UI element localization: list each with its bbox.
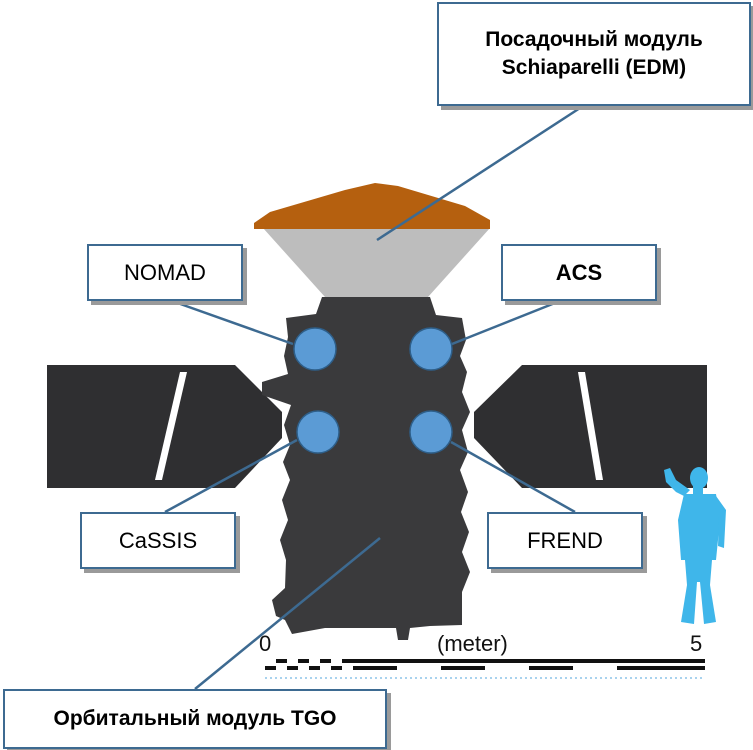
cassis-label: CaSSIS <box>118 527 198 553</box>
scale-end-label: 5 <box>690 631 703 656</box>
frend-label: FREND <box>527 527 603 553</box>
nomad-leader-line <box>171 299 294 346</box>
cassis-leader-line <box>164 438 298 514</box>
edm-label-box: Посадочный модуль Schiaparelli (EDM) <box>437 2 751 106</box>
scale-start-label: 0 <box>259 631 272 656</box>
scale-bar <box>265 659 705 679</box>
right-solar-panel <box>474 365 707 488</box>
acs-instrument-circle <box>409 327 453 371</box>
nomad-label-box: NOMAD <box>87 244 243 301</box>
tgo-leader-line <box>194 537 381 690</box>
acs-leader-line <box>451 299 561 346</box>
edm-leader-line <box>376 106 581 242</box>
frend-label-box: FREND <box>487 512 643 569</box>
tgo-label: Орбитальный модуль TGO <box>53 706 337 730</box>
frend-instrument-circle <box>409 410 453 454</box>
edm-label-line2: Schiaparelli (EDM) <box>501 56 687 79</box>
human-silhouette-icon <box>664 467 726 624</box>
tgo-label-box: Орбитальный модуль TGO <box>3 689 387 749</box>
schiaparelli-lander <box>254 183 490 297</box>
cassis-instrument-circle <box>296 410 340 454</box>
acs-label: ACS <box>555 259 603 285</box>
scale-unit-label: (meter) <box>437 631 508 656</box>
left-solar-panel <box>47 365 282 488</box>
frend-leader-line <box>450 440 576 514</box>
cassis-label-box: CaSSIS <box>80 512 236 569</box>
edm-label-line1: Посадочный модуль <box>485 27 703 51</box>
acs-label-box: ACS <box>501 244 657 301</box>
nomad-label: NOMAD <box>124 259 206 285</box>
nomad-instrument-circle <box>293 327 337 371</box>
tgo-orbiter-body <box>262 297 470 640</box>
